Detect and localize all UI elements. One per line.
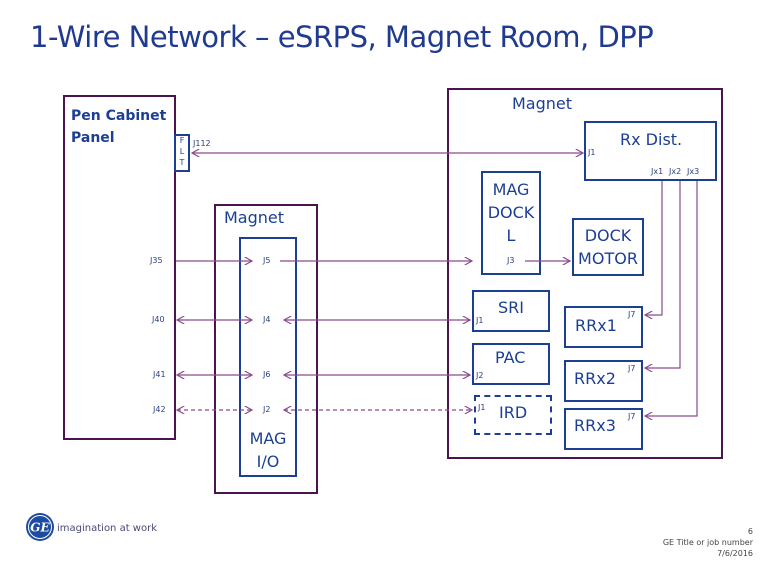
dock-motor-label-line2: MOTOR	[578, 249, 638, 268]
connector-jx1: Jx1	[651, 167, 664, 176]
connector-j6: J6	[261, 370, 273, 379]
dock-motor-label: DOCK MOTOR	[572, 224, 644, 270]
connector-jx2: Jx2	[669, 167, 682, 176]
magnet-left-block	[214, 204, 318, 494]
connector-j42: J42	[153, 405, 166, 414]
mag-dock-l-label: MAG DOCK L	[481, 178, 541, 247]
dock-motor-label-line1: DOCK	[584, 226, 632, 245]
connector-rx-j1: J1	[588, 148, 596, 157]
tagline: imagination at work	[57, 523, 157, 534]
connector-j4: J4	[261, 315, 273, 324]
pen-cabinet-label-line1: Pen Cabinet	[71, 108, 167, 124]
mag-io-label: MAG I/O	[239, 427, 297, 473]
flt-letter-f: F	[179, 136, 185, 145]
connector-j112: J112	[193, 139, 211, 148]
flt-letter-t: T	[179, 158, 185, 167]
pen-cabinet-panel-block	[63, 95, 176, 440]
page-title: 1-Wire Network – eSRPS, Magnet Room, DPP	[30, 20, 654, 54]
wire-jx3-rrx3	[645, 181, 698, 416]
connector-ird-j1: J1	[478, 403, 486, 412]
mag-dock-l-block	[481, 171, 541, 275]
ge-logo-icon: GE	[26, 513, 54, 541]
wire-jx1-rrx1	[645, 181, 663, 315]
connector-j2: J2	[261, 405, 273, 414]
flt-letter-l: L	[179, 147, 185, 156]
connector-rrx3-j7: J7	[628, 412, 636, 421]
footer-meta: 6 GE Title or job number 7/6/2016	[663, 526, 753, 559]
ird-block	[474, 395, 552, 435]
connector-jx3: Jx3	[687, 167, 700, 176]
magnet-left-label: Magnet	[224, 208, 285, 227]
pen-cabinet-label-line2: Panel	[71, 130, 115, 146]
rrx3-block	[564, 408, 643, 450]
pac-label: PAC	[495, 348, 526, 367]
connector-rrx1-j7: J7	[628, 310, 636, 319]
connector-dock-j3: J3	[505, 256, 517, 265]
connector-rrx2-j7: J7	[628, 364, 636, 373]
connector-j35: J35	[150, 256, 163, 265]
rx-dist-label: Rx Dist.	[620, 130, 683, 149]
mag-io-block	[239, 237, 297, 477]
flt-label: F L T	[174, 135, 190, 168]
rrx2-block	[564, 360, 643, 402]
mag-dock-label-line1: MAG	[492, 180, 530, 199]
sri-block	[472, 290, 550, 332]
rrx1-block	[564, 306, 643, 348]
page-number: 6	[747, 527, 753, 536]
sri-label: SRI	[498, 298, 524, 317]
rx-dist-block	[584, 121, 717, 181]
pac-block	[472, 343, 550, 385]
magnet-right-label: Magnet	[512, 94, 573, 113]
job-title: GE Title or job number	[662, 538, 753, 547]
dock-motor-block	[572, 218, 644, 276]
connector-j40: J40	[152, 315, 165, 324]
rrx1-label: RRx1	[575, 316, 617, 335]
mag-io-label-line1: MAG	[249, 429, 287, 448]
mag-dock-label-line3: L	[506, 226, 516, 245]
connector-pac-j2: J2	[476, 371, 484, 380]
mag-io-label-line2: I/O	[256, 452, 280, 471]
connector-j5: J5	[261, 256, 273, 265]
flt-block	[174, 134, 190, 172]
mag-dock-label-line2: DOCK	[487, 203, 535, 222]
ird-label: IRD	[499, 403, 528, 422]
rrx2-label: RRx2	[574, 369, 616, 388]
connector-j41: J41	[153, 370, 166, 379]
pen-cabinet-label: Pen Cabinet Panel	[71, 105, 166, 149]
magnet-right-block	[447, 88, 723, 459]
wire-jx2-rrx2	[645, 181, 681, 368]
rrx3-label: RRx3	[574, 416, 616, 435]
connector-sri-j1: J1	[476, 316, 484, 325]
svg-text:GE: GE	[30, 521, 50, 535]
footer-date: 7/6/2016	[717, 549, 753, 558]
